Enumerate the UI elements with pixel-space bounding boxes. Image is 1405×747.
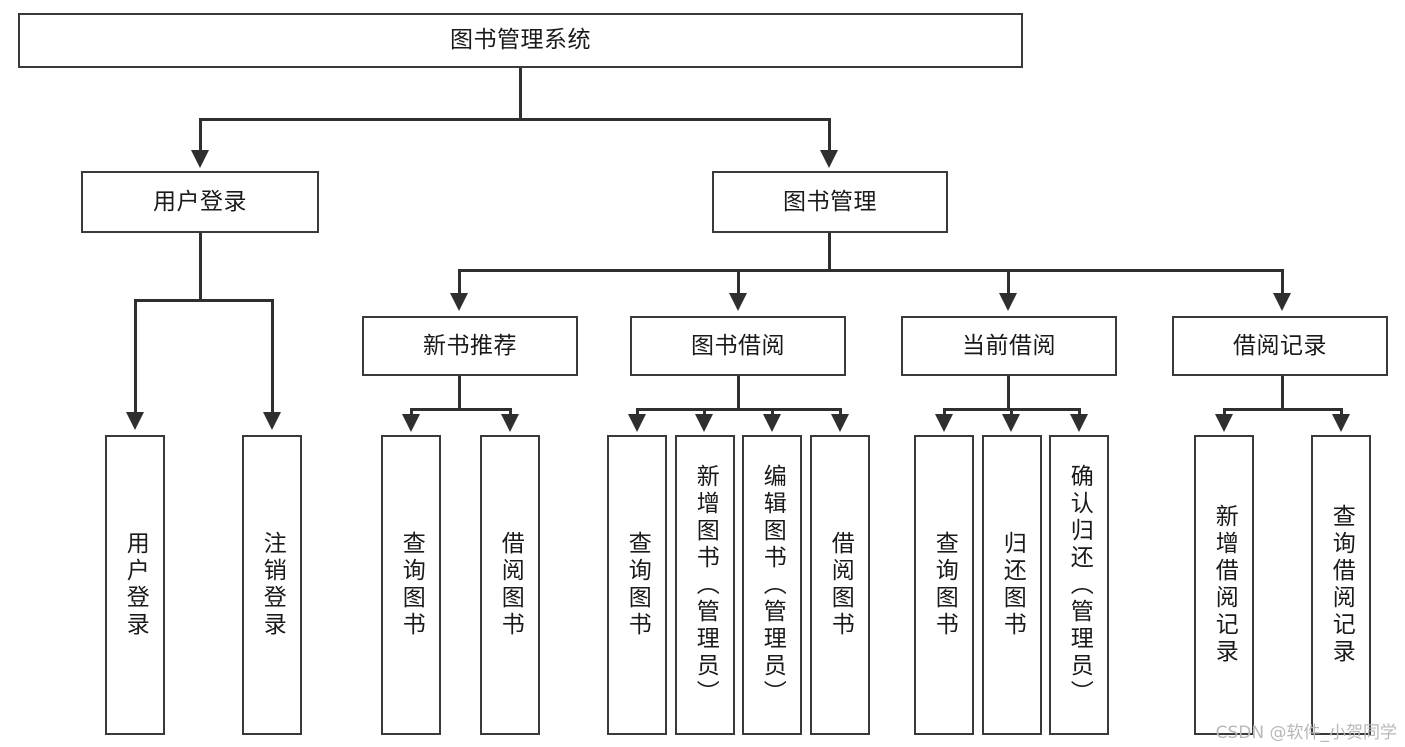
edge-level3-bar	[458, 269, 1284, 272]
edge-cb-leaf2	[1010, 408, 1013, 418]
edge-new-book-recommend-stem	[458, 376, 461, 410]
edge-br-leaf1	[1223, 408, 1226, 418]
leaf-cb-query-book[interactable]: 查询图书	[914, 435, 974, 735]
csdn-watermark: CSDN @软件_小贺同学	[1215, 723, 1397, 743]
edge-to-user-login	[199, 118, 202, 153]
arrowhead-br-leaf1	[1215, 414, 1233, 432]
arrowhead-bb-leaf3	[763, 414, 781, 432]
node-book-management[interactable]: 图书管理	[712, 171, 948, 233]
node-book-borrow[interactable]: 图书借阅	[630, 316, 846, 376]
node-user-login[interactable]: 用户登录	[81, 171, 319, 233]
edge-user-login-stem	[199, 233, 202, 301]
arrowhead-to-book-borrow	[729, 293, 747, 311]
edge-bb-leaf3	[771, 408, 774, 418]
arrowhead-to-new-book-recommend	[450, 293, 468, 311]
edge-book-borrow-bar	[636, 408, 840, 411]
leaf-user-login-login[interactable]: 用户登录	[105, 435, 165, 735]
leaf-br-query-record[interactable]: 查询借阅记录	[1311, 435, 1371, 735]
arrowhead-br-leaf2	[1332, 414, 1350, 432]
edge-to-book-borrow	[737, 269, 740, 296]
leaf-br-add-record[interactable]: 新增借阅记录	[1194, 435, 1254, 735]
node-current-borrow[interactable]: 当前借阅	[901, 316, 1117, 376]
leaf-nbr-query-book[interactable]: 查询图书	[381, 435, 441, 735]
edge-cb-leaf1	[943, 408, 946, 418]
edge-book-management-stem	[828, 233, 831, 271]
arrowhead-user-login-leaf1	[126, 412, 144, 430]
leaf-nbr-borrow-book[interactable]: 借阅图书	[480, 435, 540, 735]
leaf-user-login-logout[interactable]: 注销登录	[242, 435, 302, 735]
edge-to-new-book-recommend	[458, 269, 461, 296]
edge-book-borrow-stem	[737, 376, 740, 410]
edge-bb-leaf1	[636, 408, 639, 418]
edge-bb-leaf2	[703, 408, 706, 418]
leaf-bb-add-book-admin[interactable]: 新增图书（管理员）	[675, 435, 735, 735]
arrowhead-nbr-leaf2	[501, 414, 519, 432]
edge-to-book-management	[828, 118, 831, 153]
arrowhead-user-login-leaf2	[263, 412, 281, 430]
edge-user-login-leaf2	[271, 299, 274, 414]
edge-root-stem	[519, 68, 522, 120]
leaf-cb-return-book[interactable]: 归还图书	[982, 435, 1042, 735]
edge-to-borrow-record	[1281, 269, 1284, 296]
edge-nbr-leaf2	[509, 408, 512, 418]
arrowhead-nbr-leaf1	[402, 414, 420, 432]
arrowhead-bb-leaf2	[695, 414, 713, 432]
arrowhead-to-book-management	[820, 150, 838, 168]
edge-to-current-borrow	[1007, 269, 1010, 296]
leaf-cb-confirm-return-admin[interactable]: 确认归还（管理员）	[1049, 435, 1109, 735]
arrowhead-to-borrow-record	[1273, 293, 1291, 311]
node-new-book-recommend[interactable]: 新书推荐	[362, 316, 578, 376]
arrowhead-to-current-borrow	[999, 293, 1017, 311]
arrowhead-bb-leaf1	[628, 414, 646, 432]
arrowhead-to-user-login	[191, 150, 209, 168]
edge-new-book-recommend-bar	[410, 408, 511, 411]
arrowhead-cb-leaf1	[935, 414, 953, 432]
node-root-book-management-system[interactable]: 图书管理系统	[18, 13, 1023, 68]
edge-nbr-leaf1	[410, 408, 413, 418]
arrowhead-cb-leaf2	[1002, 414, 1020, 432]
edge-level1-bar	[199, 118, 831, 121]
leaf-bb-borrow-book[interactable]: 借阅图书	[810, 435, 870, 735]
edge-br-leaf2	[1340, 408, 1343, 418]
edge-bb-leaf4	[839, 408, 842, 418]
edge-current-borrow-stem	[1007, 376, 1010, 410]
edge-user-login-bar	[134, 299, 272, 302]
edge-cb-leaf3	[1078, 408, 1081, 418]
arrowhead-bb-leaf4	[831, 414, 849, 432]
leaf-bb-edit-book-admin[interactable]: 编辑图书（管理员）	[742, 435, 802, 735]
edge-borrow-record-stem	[1281, 376, 1284, 410]
edge-user-login-leaf1	[134, 299, 137, 414]
edge-borrow-record-bar	[1223, 408, 1343, 411]
leaf-bb-query-book[interactable]: 查询图书	[607, 435, 667, 735]
node-borrow-record[interactable]: 借阅记录	[1172, 316, 1388, 376]
arrowhead-cb-leaf3	[1070, 414, 1088, 432]
